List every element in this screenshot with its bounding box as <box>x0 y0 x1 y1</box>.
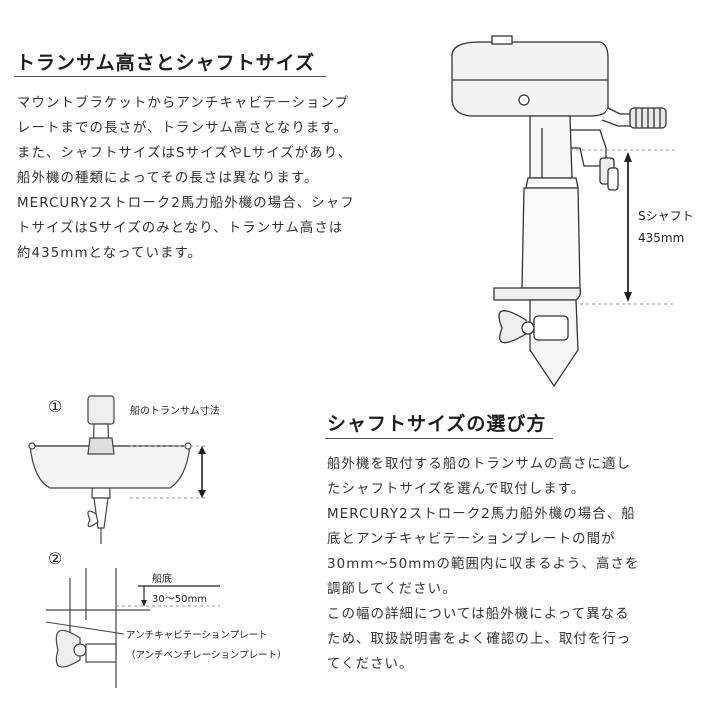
section2-line: てください。 <box>327 657 414 672</box>
outboard-motor-illustration: Sシャフト 435mm <box>451 35 694 388</box>
section2-line: 調節してください。 <box>327 582 457 597</box>
transom-diagram: ① 船のトランサム寸法 ② 船底 30〜50mm <box>28 395 287 688</box>
section1-paragraph: マウントブラケットからアンチキャビテーションプ レートまでの長さが、トランサム高… <box>17 91 355 266</box>
transom-dimension-label: 船のトランサム寸法 <box>130 404 220 417</box>
section2-line: ため、取扱説明書をよく確認の上、取付を行っ <box>327 632 632 647</box>
section2-paragraph: 船外機を取付する船のトランサムの高さに適し たシャフトサイズを選んで取付します。… <box>327 452 639 677</box>
plate-alt-label: （アンチベンチレーションプレート） <box>126 649 287 661</box>
section2-line: MERCURY2ストローク2馬力船外機の場合、船 <box>327 507 636 522</box>
section2-line: 底とアンチキャビテーションプレートの間が <box>327 532 616 547</box>
section2-line: 船外機を取付する船のトランサムの高さに適し <box>327 457 632 472</box>
plate-label: アンチキャビテーションプレート <box>126 630 268 641</box>
section2-heading: シャフトサイズの選び方 <box>327 413 547 435</box>
section2-heading-rule <box>325 438 553 439</box>
section1-heading: トランサム高さとシャフトサイズ <box>16 52 316 74</box>
section1-line: レートまでの長さが、トランサム高さとなります。 <box>17 121 349 136</box>
section1-line: マウントブラケットからアンチキャビテーションプ <box>17 96 350 111</box>
section1-line: また、シャフトサイズはSサイズやLサイズがあり、 <box>17 146 353 161</box>
section1-line: トサイズはSサイズのみとなり、トランサム高さは <box>17 221 344 236</box>
section1-line: MERCURY2ストローク2馬力船外機の場合、シャフ <box>17 196 355 211</box>
figure2-marker: ② <box>48 549 62 568</box>
section1-line: 船外機の種類によってその長さは異なります。 <box>17 171 319 186</box>
section2-line: 30mm〜50mmの範囲内に収まるよう、高さを <box>327 557 640 572</box>
figure1-marker: ① <box>48 397 62 416</box>
section2-line: たシャフトサイズを選んで取付します。 <box>327 482 586 497</box>
section1-heading-rule <box>14 76 326 77</box>
range-label: 30〜50mm <box>152 594 207 605</box>
section1-line: 約435mmとなっています。 <box>17 246 203 261</box>
bottom-label: 船底 <box>152 572 172 585</box>
shaft-length-label: 435mm <box>638 231 684 245</box>
section2-line: この幅の詳細については船外機によって異なる <box>327 607 630 622</box>
shaft-size-label: Sシャフト <box>638 209 694 223</box>
